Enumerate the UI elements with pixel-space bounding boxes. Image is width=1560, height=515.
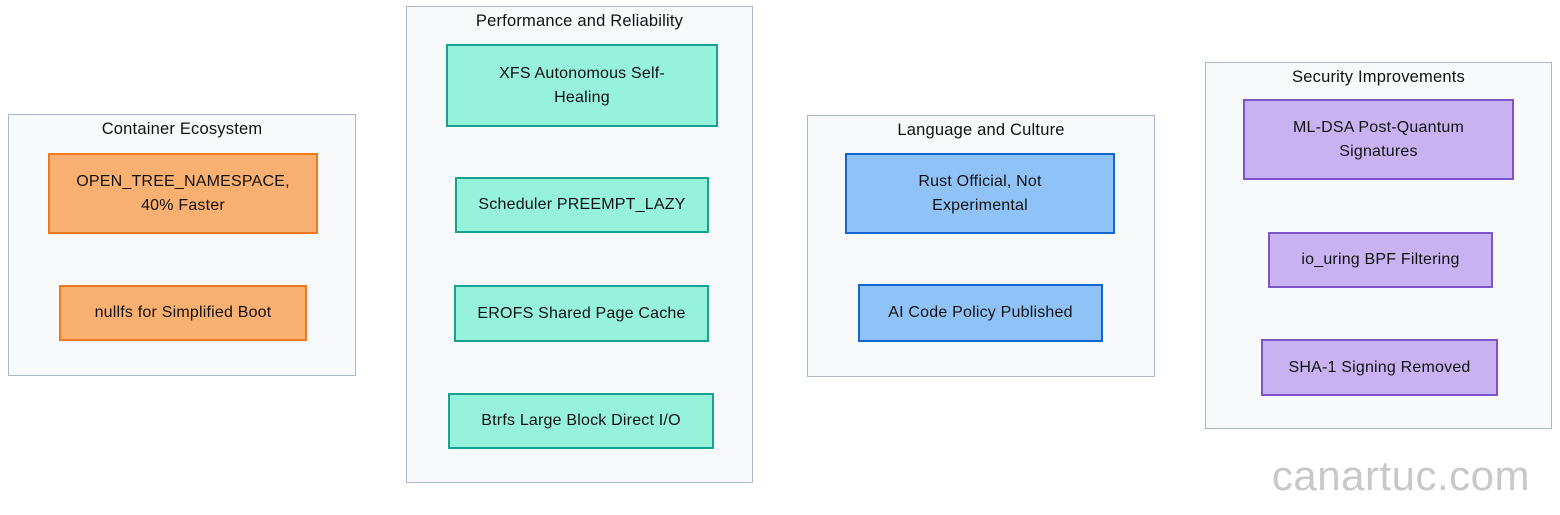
node-nullfs-simplified-boot: nullfs for Simplified Boot <box>59 285 307 341</box>
group-language-culture: Language and Culture Rust Official, Not … <box>807 115 1155 377</box>
node-scheduler-preempt-lazy: Scheduler PREEMPT_LAZY <box>455 177 709 233</box>
node-open-tree-namespace: OPEN_TREE_NAMESPACE, 40% Faster <box>48 153 318 234</box>
watermark-text: canartuc.com <box>1271 452 1530 499</box>
group-performance-reliability: Performance and Reliability XFS Autonomo… <box>406 6 753 483</box>
group-title-language-culture: Language and Culture <box>897 121 1065 139</box>
node-xfs-self-healing: XFS Autonomous Self- Healing <box>446 44 718 127</box>
node-erofs-shared-page-cache: EROFS Shared Page Cache <box>454 285 709 342</box>
group-title-performance-reliability: Performance and Reliability <box>475 12 684 30</box>
node-ai-code-policy: AI Code Policy Published <box>858 284 1103 342</box>
node-io-uring-bpf-filtering: io_uring BPF Filtering <box>1268 232 1493 288</box>
group-title-security-improvements: Security Improvements <box>1292 68 1465 86</box>
node-sha1-signing-removed: SHA-1 Signing Removed <box>1261 339 1498 396</box>
node-rust-official: Rust Official, Not Experimental <box>845 153 1115 234</box>
group-container-ecosystem: Container Ecosystem OPEN_TREE_NAMESPACE,… <box>8 114 356 376</box>
group-title-container-ecosystem: Container Ecosystem <box>101 120 263 138</box>
node-btrfs-large-block-direct-io: Btrfs Large Block Direct I/O <box>448 393 714 449</box>
node-ml-dsa-post-quantum: ML-DSA Post-Quantum Signatures <box>1243 99 1514 180</box>
group-security-improvements: Security Improvements ML-DSA Post-Quantu… <box>1205 62 1552 429</box>
